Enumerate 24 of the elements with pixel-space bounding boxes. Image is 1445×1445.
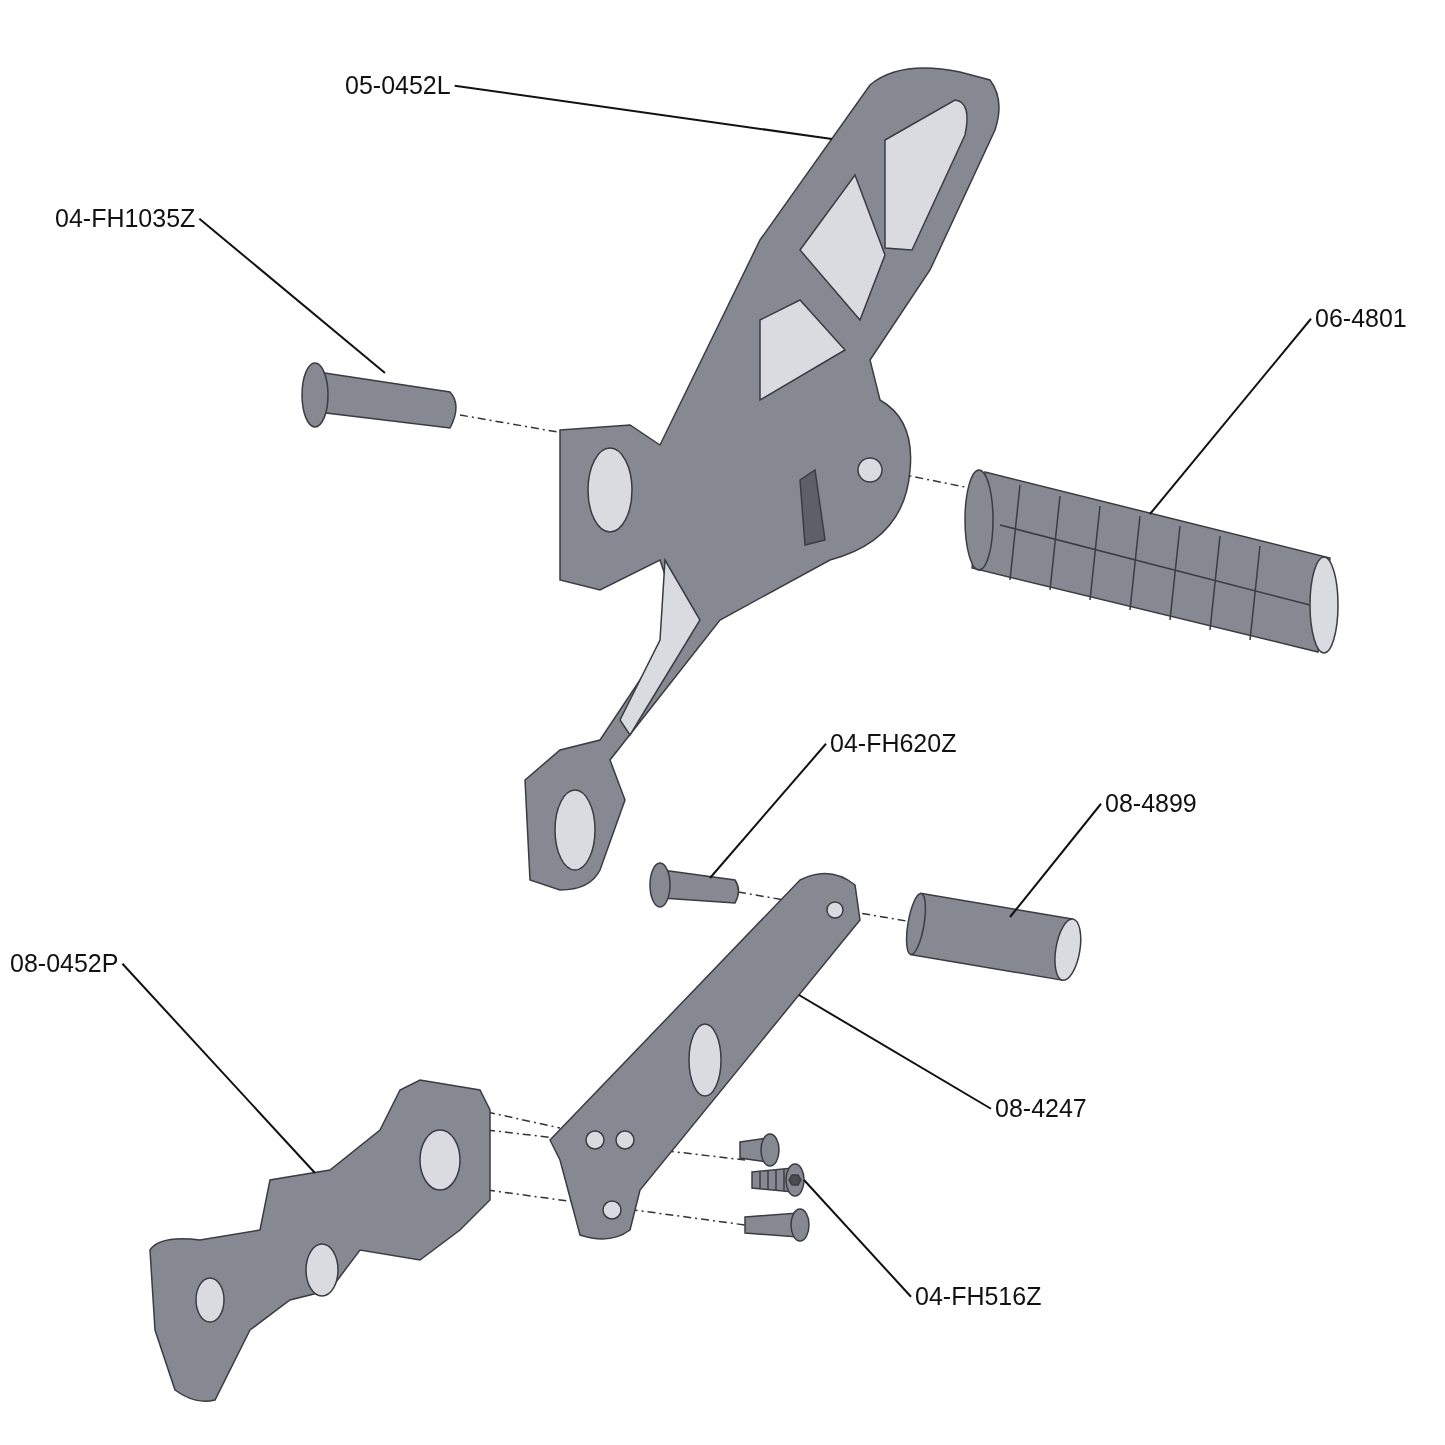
- spacer-cylinder: [905, 892, 1082, 982]
- part-number: 05-0452L: [345, 72, 451, 100]
- leader-line: [803, 1179, 912, 1298]
- footpeg-hanger-drawing: [524, 67, 1000, 891]
- leader-line: [798, 994, 992, 1110]
- part-number: 08-0452P: [10, 950, 119, 978]
- part-number: 06-4801: [1315, 305, 1407, 333]
- part-number: 04-FH620Z: [830, 730, 957, 758]
- leader-line: [453, 84, 833, 140]
- bolt-drawing: [649, 862, 740, 908]
- part-number: 04-FH516Z: [915, 1283, 1042, 1311]
- shift-lever-drawing: [549, 872, 861, 1240]
- leader-line: [121, 962, 316, 1174]
- grip-drawing: [964, 469, 1339, 654]
- part-number: 08-4899: [1105, 790, 1197, 818]
- part-number: 08-4247: [995, 1095, 1087, 1123]
- leader-line: [198, 217, 386, 374]
- bolt-drawing: [301, 362, 457, 429]
- leader-line: [709, 742, 827, 879]
- part-number: 04-FH1035Z: [55, 205, 196, 233]
- leader-line: [1149, 317, 1312, 515]
- leader-line: [1009, 802, 1102, 918]
- mounting-bracket-drawing: [149, 1079, 491, 1402]
- screw-drawing: [751, 1163, 805, 1197]
